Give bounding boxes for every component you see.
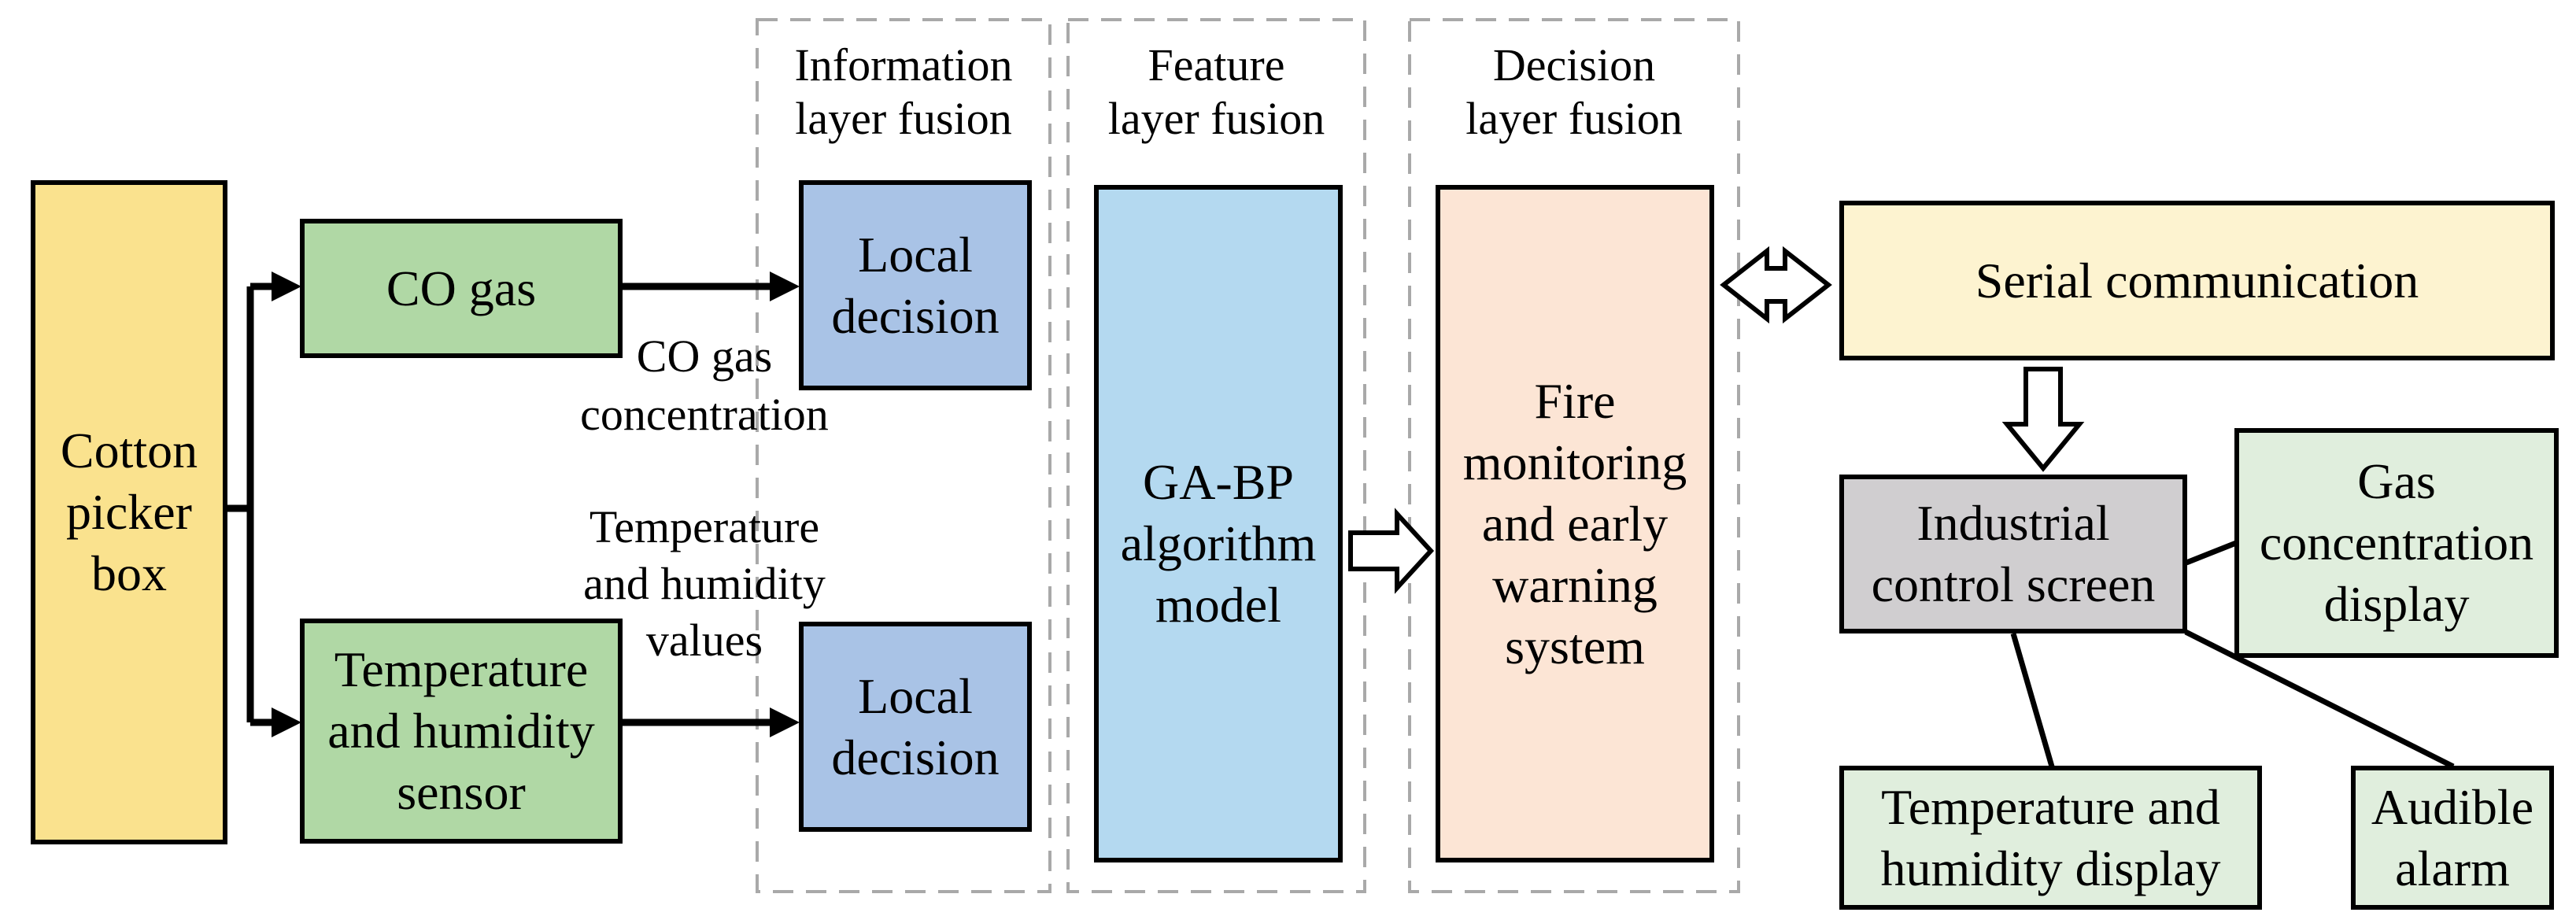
decision-layer-dashed-border (1408, 18, 1740, 893)
information-layer-container: Information layer fusion (757, 20, 1050, 146)
feature-layer-dashed-border (1066, 18, 1366, 893)
hollow-right-arrow-icon (1348, 508, 1435, 594)
industrial-control-screen-node: Industrial control screen (1839, 475, 2187, 633)
information-layer-dashed-border (756, 18, 1051, 893)
serial-communication-node: Serial communication (1839, 201, 2555, 360)
arrowhead-to-co-gas (272, 271, 301, 301)
feature-layer-title: Feature layer fusion (1107, 39, 1325, 144)
audible-alarm-node: Audible alarm (2351, 766, 2554, 910)
temp-humidity-sensor-node: Temperature and humidity sensor (300, 619, 623, 844)
feature-layer-container: Feature layer fusion (1068, 20, 1365, 146)
arrowhead-co-gas-to-local-decision (770, 271, 800, 301)
decision-layer-title: Decision layer fusion (1465, 39, 1683, 144)
temp-humidity-values-label: Temperature and humidity values (583, 501, 826, 666)
arrowhead-temp-sensor-to-local-decision (770, 707, 800, 737)
hollow-down-arrow-icon (2001, 367, 2085, 472)
cotton-picker-box-node: Cotton picker box (31, 180, 227, 844)
ga-bp-model-node: GA-BP algorithm model (1094, 185, 1343, 862)
cotton-box-branch-line (227, 286, 254, 722)
link-screen-to-temp-display (2010, 633, 2055, 767)
co-gas-node: CO gas (300, 219, 623, 358)
local-decision-2-node: Local decision (799, 622, 1032, 832)
link-screen-to-gas-display (2185, 540, 2238, 566)
decision-layer-container: Decision layer fusion (1410, 20, 1739, 146)
link-screen-to-audible-alarm (2184, 629, 2455, 770)
temp-humidity-display-node: Temperature and humidity display (1839, 766, 2262, 910)
arrowhead-to-temp-sensor (272, 707, 301, 737)
co-gas-concentration-label: CO gas concentration (580, 331, 829, 440)
gas-concentration-display-node: Gas concentration display (2234, 428, 2559, 658)
information-layer-title: Information layer fusion (794, 39, 1013, 144)
fire-monitoring-system-node: Fire monitoring and early warning system (1436, 185, 1714, 862)
local-decision-1-node: Local decision (799, 180, 1032, 390)
hollow-double-arrow-icon (1720, 246, 1832, 324)
